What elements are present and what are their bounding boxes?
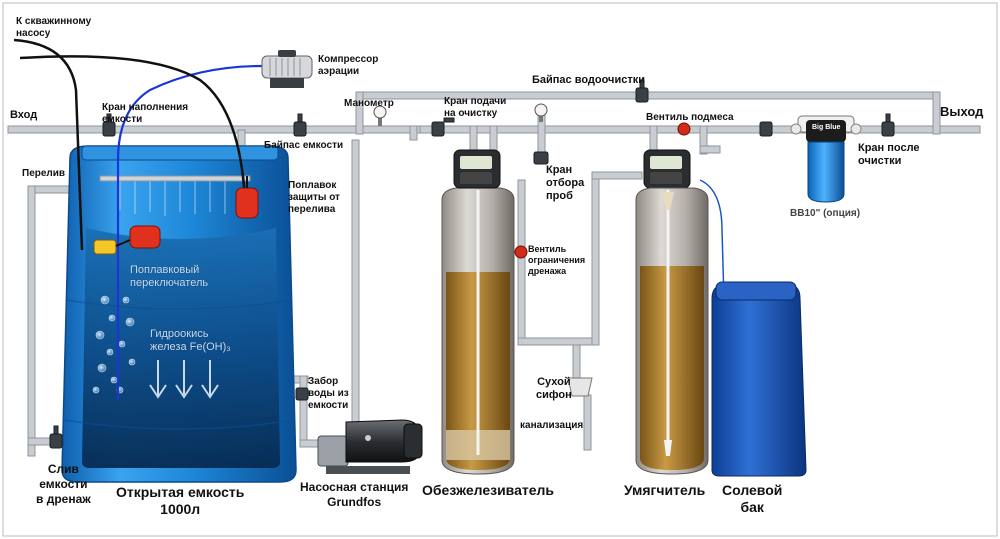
label-compressor: Компрессор аэрации — [318, 54, 379, 77]
label-iron-remover: Обезжелезиватель — [422, 482, 555, 498]
label-softener: Умягчитель — [624, 482, 706, 498]
brine-tank — [711, 281, 807, 477]
compressor-icon — [261, 50, 313, 88]
label-outlet: Выход — [940, 104, 984, 119]
label-bypass-treatment: Байпас водоочистки — [532, 74, 645, 86]
control-head-icon — [453, 149, 691, 189]
label-fill-valve: Кран наполнения емкости — [102, 102, 189, 125]
valve-icon — [49, 79, 895, 449]
label-float-protection: Поплавок защиты от перелива — [288, 180, 340, 215]
label-filter-brand: Big Blue — [812, 124, 841, 131]
label-brine-tank: Солевой бак — [722, 482, 783, 515]
float-icon — [93, 176, 259, 255]
open-tank — [61, 145, 297, 483]
float-cable — [19, 55, 247, 201]
red-valve-icon — [514, 122, 691, 259]
iron-remover-vessel — [441, 187, 515, 475]
pump-icon — [317, 419, 423, 474]
sediment-arrows — [149, 360, 219, 399]
filter-housing-icon — [790, 115, 862, 203]
label-drain-tank: Слив емкости в дренаж — [36, 462, 91, 506]
label-supply-valve: Кран подачи на очистку — [444, 96, 507, 119]
label-sample-valve: Кран отбора проб — [546, 164, 585, 202]
label-overflow: Перелив — [22, 168, 66, 179]
label-tank-bypass: Байпас емкости — [264, 140, 344, 151]
label-inlet: Вход — [10, 109, 38, 121]
label-bb10: BB10" (опция) — [790, 208, 861, 219]
softener-vessel — [635, 187, 709, 475]
label-mix-valve: Вентиль подмеса — [646, 112, 734, 123]
siphon-icon — [567, 377, 593, 397]
label-iron-hydroxide: Гидроокись железа Fe(OH)₃ — [150, 328, 231, 353]
manometer-icon — [373, 103, 548, 126]
label-well-pump: К скважинному насосу — [16, 16, 92, 39]
label-post-valve: Кран после очистки — [858, 142, 920, 167]
label-sewer: канализация — [520, 420, 584, 431]
brine-line — [699, 179, 725, 301]
label-manometer: Манометр — [344, 98, 394, 109]
label-pump-station: Насосная станция Grundfos — [300, 480, 409, 509]
label-float-switch: Поплавковый переключатель — [130, 264, 209, 289]
label-water-intake: Забор воды из емкости — [308, 376, 349, 411]
label-drain-limit: Вентиль ограничения дренажа — [528, 244, 586, 276]
label-dry-siphon: Сухой сифон — [536, 376, 572, 401]
air-tube — [116, 64, 263, 400]
label-open-tank: Открытая емкость 1000л — [116, 484, 245, 517]
